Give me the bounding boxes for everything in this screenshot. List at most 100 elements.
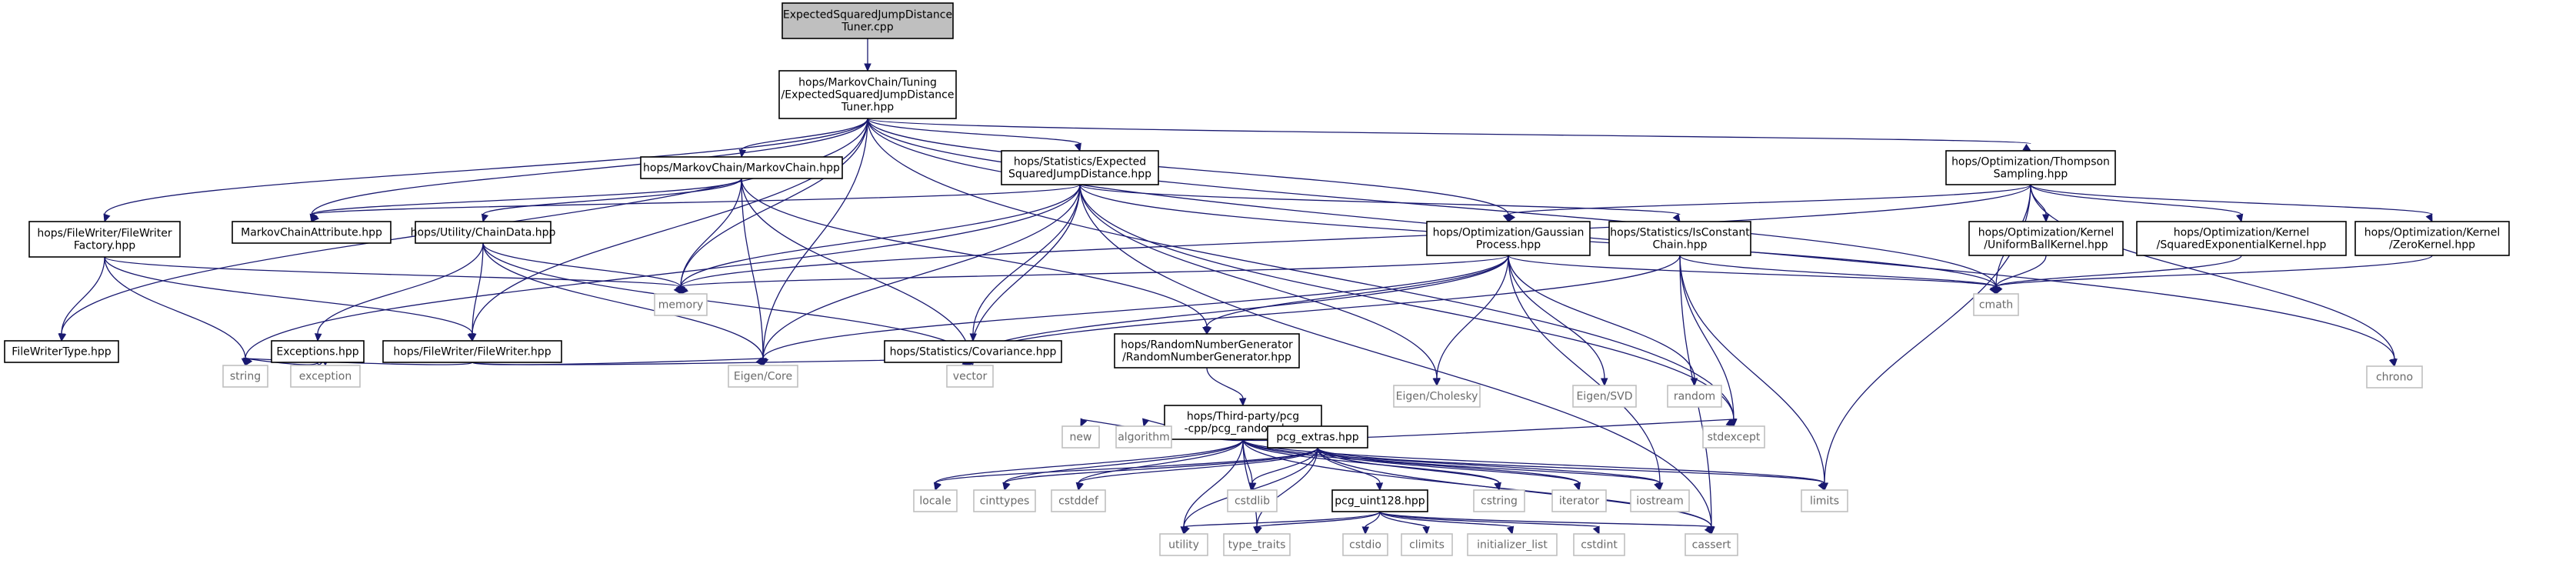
edge-line <box>1079 184 1438 379</box>
node-esjd-hpp[interactable]: hops/Statistics/ExpectedSquaredJumpDista… <box>1001 150 1159 185</box>
edge-zerokernel-to-cmath <box>1995 255 2433 295</box>
edge-tuner_hpp-to-gaussproc <box>867 118 1511 223</box>
edge-gaussproc-to-memory <box>680 255 1509 295</box>
edge-gaussproc-to-eigen_svd <box>1508 255 1608 387</box>
node-box <box>1342 533 1388 556</box>
node-mc-attr[interactable]: MarkovChainAttribute.hpp <box>232 221 392 244</box>
arrowhead <box>1375 482 1384 492</box>
edge-esjd_hpp-to-string <box>243 184 1081 367</box>
edge-pcg_uint128-to-cstdint <box>1379 511 1600 535</box>
node-box <box>1426 221 1591 256</box>
edge-line <box>680 184 1081 288</box>
edge-line <box>680 118 868 288</box>
node-stdexcept: stdexcept <box>1702 425 1765 449</box>
arrowhead <box>58 333 65 342</box>
edge-pcg_extras-to-cstddef <box>1076 447 1318 492</box>
edge-pcg_extras-to-limits <box>1317 447 1825 492</box>
node-label: /ExpectedSquaredJumpDistance <box>781 88 955 101</box>
edge-line <box>1256 511 1381 528</box>
edge-pcg_uint128-to-cassert <box>1379 511 1712 535</box>
node-filewriter[interactable]: hops/FileWriter/FileWriter.hpp <box>382 340 562 363</box>
node-label: Sampling.hpp <box>1994 168 2068 180</box>
node-label: Process.hpp <box>1476 238 1541 251</box>
edge-filewriter-to-string <box>245 357 473 367</box>
node-sqexp[interactable]: hops/Optimization/Kernel/SquaredExponent… <box>2136 221 2347 256</box>
edge-chaindata-to-memory <box>482 242 684 295</box>
node-zerokernel[interactable]: hops/Optimization/Kernel/ZeroKernel.hpp <box>2354 221 2510 256</box>
edge-pcg_uint128-to-climits <box>1379 511 1430 535</box>
node-label: hops/Statistics/Covariance.hpp <box>890 345 1057 358</box>
arrowhead <box>1361 526 1370 535</box>
node-box <box>382 340 562 363</box>
node-covariance[interactable]: hops/Statistics/Covariance.hpp <box>884 340 1062 363</box>
node-label: FileWriterType.hpp <box>12 345 112 358</box>
node-uniformball[interactable]: hops/Optimization/Kernel/UniformBallKern… <box>1968 221 2124 256</box>
edge-line <box>935 439 1244 484</box>
node-exceptions[interactable]: Exceptions.hpp <box>271 340 365 363</box>
node-rng[interactable]: hops/RandomNumberGenerator/RandomNumberG… <box>1114 333 1300 369</box>
node-label: initializer_list <box>1477 539 1548 551</box>
node-pcg-extras[interactable]: pcg_extras.hpp <box>1267 425 1368 449</box>
edge-line <box>1242 439 1580 484</box>
arrowhead <box>935 482 941 492</box>
edge-line <box>1679 255 1735 420</box>
node-tuner-hpp[interactable]: hops/MarkovChain/Tuning/ExpectedSquaredJ… <box>778 70 957 119</box>
arrowhead <box>1654 482 1661 492</box>
edge-line <box>245 358 473 365</box>
node-initializer-list: initializer_list <box>1467 533 1558 556</box>
node-box <box>973 489 1036 512</box>
edge-line <box>1379 511 1513 528</box>
node-eigen-chol: Eigen/Cholesky <box>1393 385 1481 408</box>
node-box <box>1061 425 1100 449</box>
edge-line <box>1317 447 1661 484</box>
edge-line <box>741 178 1208 328</box>
node-label: hops/Statistics/IsConstant <box>1610 226 1750 238</box>
node-box <box>1801 489 1848 512</box>
node-box <box>1051 489 1106 512</box>
node-label: hops/Third-party/pcg <box>1187 410 1299 422</box>
node-markovchain-hpp[interactable]: hops/MarkovChain/MarkovChain.hpp <box>640 156 843 179</box>
edge-line <box>1436 255 1509 379</box>
node-box <box>654 293 708 316</box>
node-chaindata[interactable]: hops/Utility/ChainData.hpp <box>411 221 556 244</box>
edge-tuner_hpp-to-thompson <box>867 118 2032 152</box>
node-box <box>946 365 994 388</box>
edge-pcg_uint128-to-cstdio <box>1361 511 1381 535</box>
node-box <box>1115 425 1172 449</box>
edge-line <box>680 255 1509 288</box>
node-box <box>1331 489 1428 512</box>
node-box <box>778 70 957 119</box>
node-label: hops/MarkovChain/Tuning <box>798 76 937 88</box>
node-box <box>222 365 268 388</box>
node-box <box>2354 221 2510 256</box>
arrowhead <box>1003 482 1011 492</box>
node-fw-type[interactable]: FileWriterType.hpp <box>4 340 119 363</box>
node-box <box>1401 533 1453 556</box>
edge-line <box>969 184 1081 359</box>
arrowhead <box>1422 526 1430 535</box>
node-label: MarkovChainAttribute.hpp <box>241 226 382 238</box>
edge-gaussproc-to-rng <box>1204 255 1509 335</box>
node-box <box>1473 489 1525 512</box>
node-label: /SquaredExponentialKernel.hpp <box>2157 238 2327 251</box>
node-box <box>1702 425 1765 449</box>
edge-line <box>61 256 105 335</box>
node-pcg-uint128[interactable]: pcg_uint128.hpp <box>1331 489 1428 512</box>
edge-esjd_hpp-to-isconst <box>1079 184 1681 222</box>
node-label: locale <box>919 495 951 507</box>
edge-line <box>482 242 971 359</box>
edge-thompson-to-gaussproc <box>1508 184 2031 223</box>
edge-line <box>2030 184 2242 215</box>
node-label: cmath <box>1979 299 2013 311</box>
edge-line <box>1317 447 1381 484</box>
arrowhead <box>1506 525 1515 535</box>
arrowhead <box>1592 525 1600 535</box>
edge-line <box>1256 447 1318 528</box>
edge-line <box>311 118 868 215</box>
edge-markovchain_hpp-to-chaindata <box>481 178 742 223</box>
